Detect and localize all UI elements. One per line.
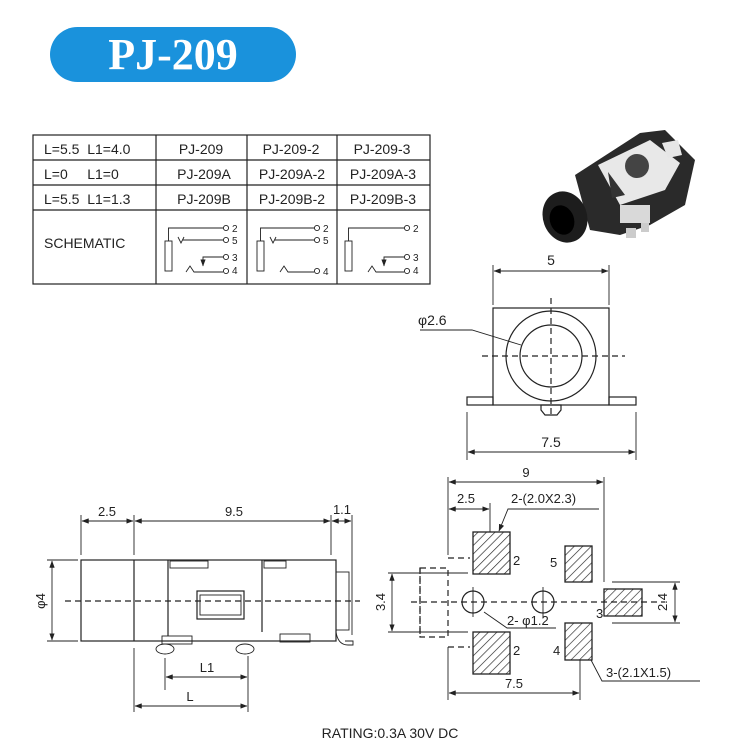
pin-label: 4 xyxy=(553,643,560,658)
dim-pad3: 2.4 xyxy=(655,593,670,611)
pin-label: 5 xyxy=(550,555,557,570)
pin-label: 3 xyxy=(413,253,419,264)
pad-large-spec: 2-(2.0X2.3) xyxy=(511,491,576,506)
dim-total: 9 xyxy=(522,465,529,480)
pad-4 xyxy=(564,622,593,661)
row-condition: L=5.5 L1=4.0 xyxy=(44,141,131,157)
pcb-footprint-drawing: 9 2.5 2-(2.0X2.3) 2 5 3 2 4 3.4 2.4 2- φ… xyxy=(373,465,700,700)
model-cell: PJ-209-2 xyxy=(263,141,320,157)
pin-label: 3 xyxy=(232,253,238,264)
pin-label: 2 xyxy=(232,224,238,235)
pad-small-spec: 3-(2.1X1.5) xyxy=(606,665,671,680)
dim-offset: 2.5 xyxy=(457,491,475,506)
dim-span: 7.5 xyxy=(505,676,523,691)
model-cell: PJ-209B-3 xyxy=(350,191,416,207)
schematic-diagram-3: 2 3 4 xyxy=(344,224,419,277)
model-cell: PJ-209B xyxy=(177,191,231,207)
holes-spec: 2- φ1.2 xyxy=(507,613,549,628)
dim-diameter: φ4 xyxy=(33,593,48,609)
row-condition: L=5.5 L1=1.3 xyxy=(44,191,131,207)
model-cell: PJ-209-3 xyxy=(354,141,411,157)
dim-L: L xyxy=(186,689,193,704)
model-table: L=5.5 L1=4.0 PJ-209 PJ-209-2 PJ-209-3 L=… xyxy=(32,134,431,285)
schematic-label: SCHEMATIC xyxy=(44,235,125,251)
pin-label: 2 xyxy=(513,553,520,568)
schematic-diagram-2: 2 5 4 xyxy=(256,224,329,278)
front-view-drawing: 5 φ2.6 7.5 xyxy=(418,252,637,460)
side-view-drawing: 2.5 9.5 1.1 φ4 L1 L xyxy=(33,502,360,712)
pin-label: 5 xyxy=(232,236,238,247)
pad-2-upper xyxy=(472,531,511,575)
pad-2-lower xyxy=(472,631,511,675)
pin-label: 2 xyxy=(323,224,329,235)
pin-label: 2 xyxy=(513,643,520,658)
pad-5 xyxy=(564,545,593,583)
dim-L1: L1 xyxy=(200,660,214,675)
pin-label: 4 xyxy=(323,267,329,278)
pin-label: 4 xyxy=(413,266,419,277)
dim-body: 9.5 xyxy=(225,504,243,519)
model-cell: PJ-209A-3 xyxy=(350,166,416,182)
model-cell: PJ-209 xyxy=(179,141,224,157)
pin-label: 3 xyxy=(596,606,603,621)
rating-text: RATING:0.3A 30V DC xyxy=(322,725,459,741)
dim-width: 5 xyxy=(547,252,555,268)
pin-label: 5 xyxy=(323,236,329,247)
row-condition: L=0 L1=0 xyxy=(44,166,119,182)
dim-height: 3.4 xyxy=(373,593,388,611)
model-cell: PJ-209B-2 xyxy=(259,191,325,207)
model-cell: PJ-209A xyxy=(177,166,231,182)
dim-bore: φ2.6 xyxy=(418,312,447,328)
dim-front: 2.5 xyxy=(98,504,116,519)
dim-terminal: 1.1 xyxy=(333,502,351,517)
pin-label: 4 xyxy=(232,266,238,277)
model-cell: PJ-209A-2 xyxy=(259,166,325,182)
dim-overall: 7.5 xyxy=(541,434,561,450)
product-photo xyxy=(542,130,695,243)
pin-label: 2 xyxy=(413,224,419,235)
title-badge: PJ-209 xyxy=(50,27,296,82)
schematic-diagram-1: 2 5 3 4 xyxy=(164,224,238,277)
title-text: PJ-209 xyxy=(108,30,238,79)
